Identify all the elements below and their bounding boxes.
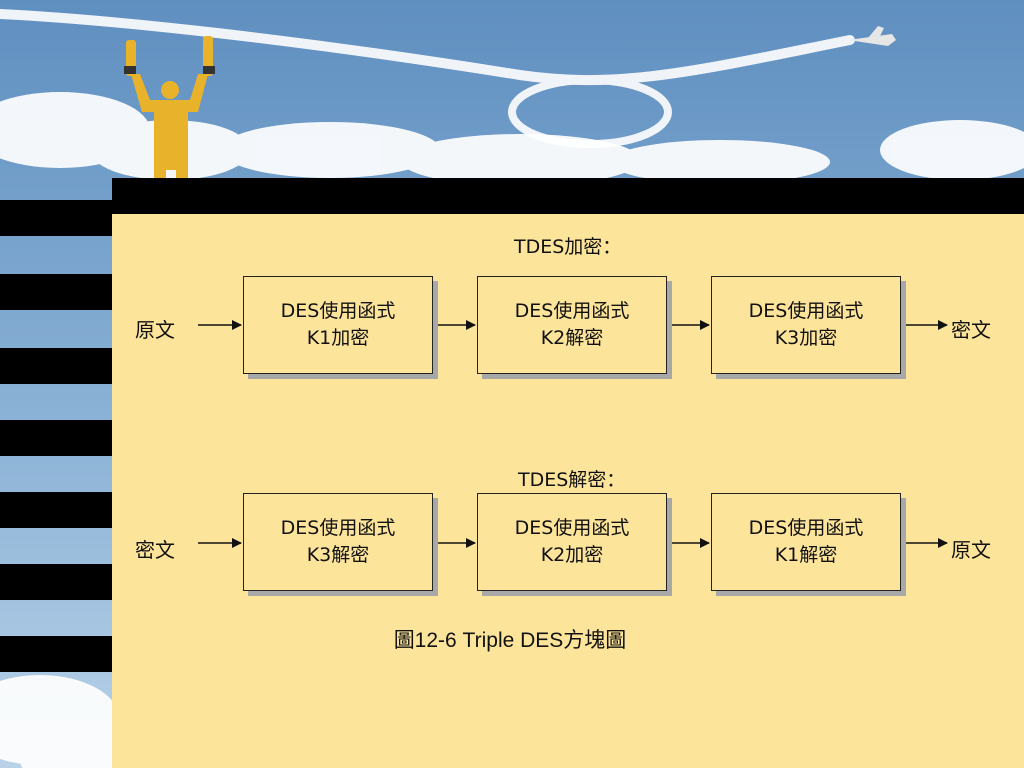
left-stripe — [0, 200, 112, 236]
decrypt-step-1-box: DES使用函式 K3解密 — [243, 493, 433, 591]
left-stripe — [0, 564, 112, 600]
encrypt-step-3-box: DES使用函式 K3加密 — [711, 276, 901, 374]
box-line-1: DES使用函式 — [514, 517, 630, 539]
decrypt-heading: TDES解密： — [518, 469, 626, 491]
left-stripe — [0, 348, 112, 384]
cloud-icon — [0, 92, 1024, 768]
encrypt-step-1-box: DES使用函式 K1加密 — [243, 276, 433, 374]
left-stripe — [0, 420, 112, 456]
figure-caption: 圖12-6 Triple DES方塊圖 — [393, 629, 627, 652]
box-line-2: K2加密 — [540, 544, 604, 566]
encrypt-input-label: 原文 — [135, 318, 175, 342]
box-line-1: DES使用函式 — [280, 517, 396, 539]
decrypt-output-label: 原文 — [951, 538, 991, 562]
encrypt-step-2-box: DES使用函式 K2解密 — [477, 276, 667, 374]
box-line-1: DES使用函式 — [280, 300, 396, 322]
left-stripe — [0, 636, 112, 672]
box-line-1: DES使用函式 — [748, 300, 864, 322]
skywriting-trail-icon — [0, 9, 855, 148]
box-line-2: K3加密 — [774, 327, 838, 349]
box-line-1: DES使用函式 — [514, 300, 630, 322]
box-line-2: K1解密 — [774, 544, 838, 566]
box-line-2: K3解密 — [306, 544, 370, 566]
left-stripe — [0, 274, 112, 310]
decrypt-step-3-box: DES使用函式 K1解密 — [711, 493, 901, 591]
decrypt-step-2-box: DES使用函式 K2加密 — [477, 493, 667, 591]
box-line-2: K1加密 — [306, 327, 370, 349]
left-stripe — [0, 492, 112, 528]
top-black-bar — [112, 178, 1024, 214]
airplane-icon — [848, 26, 896, 46]
box-line-1: DES使用函式 — [748, 517, 864, 539]
box-line-2: K2解密 — [540, 327, 604, 349]
encrypt-output-label: 密文 — [951, 318, 991, 342]
encrypt-heading: TDES加密： — [514, 236, 622, 258]
decrypt-input-label: 密文 — [135, 538, 175, 562]
